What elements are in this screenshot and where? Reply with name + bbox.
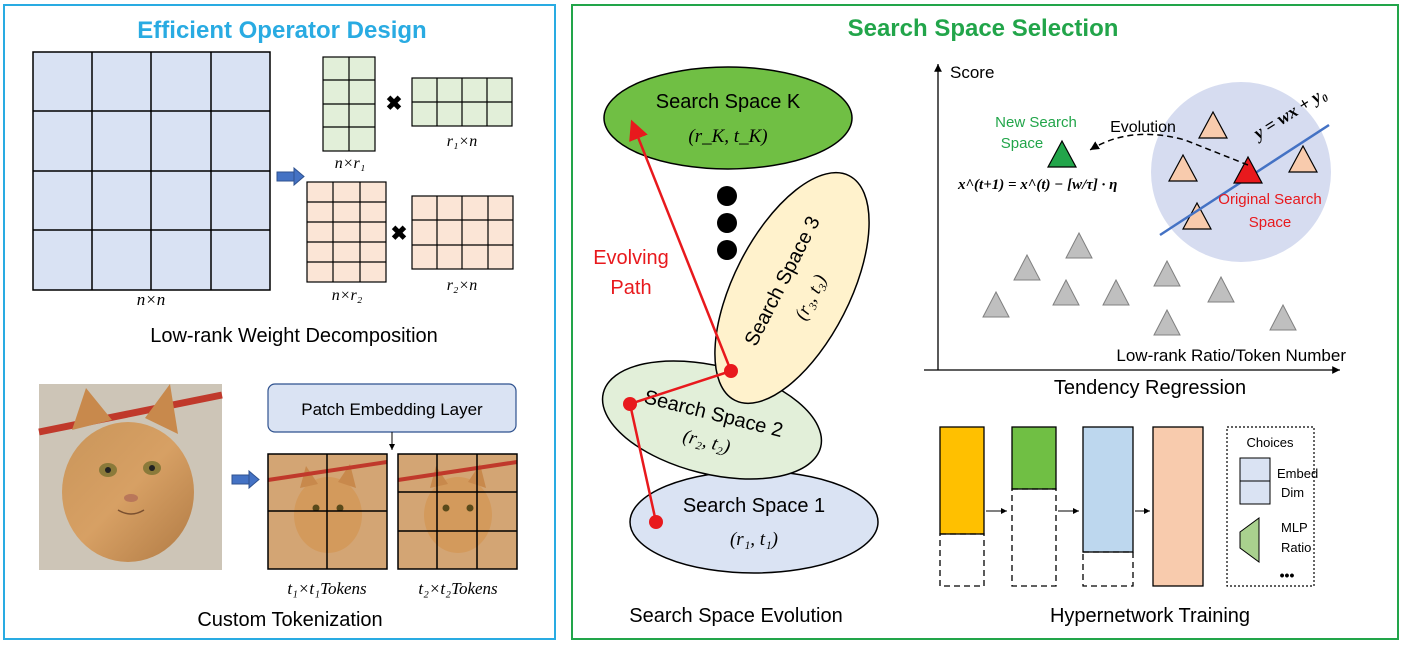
orange-triangles: [1167, 110, 1319, 230]
ellipsis-dots: [717, 186, 737, 260]
evolution-arrow: [1089, 133, 1249, 166]
regression-axes: [924, 64, 1340, 374]
multiply-icon-2: ✖: [391, 223, 408, 245]
decomposition-arrow: [276, 166, 305, 187]
matrix-b2-label: r₂×n: [447, 277, 478, 294]
tokens1-label: t₁×t₁Tokens: [287, 579, 367, 598]
new-search-space-label-line1: New Search: [995, 114, 1077, 131]
original-search-space-label-line2: Space: [1249, 214, 1292, 231]
tokens2-label: t₂×t₂Tokens: [418, 579, 498, 598]
hypernet-bar-2: [1011, 426, 1057, 587]
matrix-a2: [306, 181, 387, 283]
new-search-space-label-line2: Space: [1001, 135, 1044, 152]
hypernet-bar-4: [1152, 426, 1204, 587]
matrix-a2-label: n×r₂: [332, 287, 363, 304]
hypernetwork-caption: Hypernetwork Training: [1050, 605, 1250, 627]
matrix-b1: [411, 77, 513, 127]
more-choices-icon: •••: [1280, 567, 1295, 583]
search-space-k: Search Space K (r_K, t_K): [603, 66, 853, 170]
cat-photo: [38, 384, 223, 570]
patch-embedding-label: Patch Embedding Layer: [301, 400, 483, 419]
score-axis-label: Score: [950, 63, 994, 82]
tokens-grid-2: [397, 453, 518, 570]
tokenization-caption: Custom Tokenization: [197, 609, 382, 631]
lowrank-caption: Low-rank Weight Decomposition: [150, 325, 438, 347]
choices-box: Choices Embed Dim MLP Ratio •••: [1226, 426, 1318, 587]
multiply-icon-1: ✖: [386, 93, 403, 115]
left-panel: Efficient Operator Design n×n n×r₁ ✖: [3, 4, 556, 640]
mlp-ratio-label-line1: MLP: [1281, 520, 1308, 535]
original-search-space-label-line1: Original Search: [1218, 191, 1321, 208]
search-space-k-label: Search Space K: [656, 91, 801, 113]
embed-dim-label-line1: Embed: [1277, 466, 1318, 481]
x-axis-label: Low-rank Ratio/Token Number: [1116, 346, 1346, 365]
right-panel-title: Search Space Selection: [848, 15, 1119, 42]
gray-triangles: [982, 231, 1297, 336]
matrix-b1-label: r₁×n: [447, 133, 478, 150]
search-space-1-label: Search Space 1: [683, 495, 825, 517]
original-search-space-triangle: [1232, 155, 1264, 184]
mlp-ratio-label-line2: Ratio: [1281, 540, 1311, 555]
big-matrix-label: n×n: [137, 290, 165, 309]
search-space-1: Search Space 1 (r₁, t₁): [629, 470, 879, 574]
right-panel-border: [571, 4, 1399, 640]
tokens-grid-1: [267, 453, 388, 570]
regression-caption: Tendency Regression: [1054, 377, 1246, 399]
new-search-space-triangle: [1046, 139, 1078, 168]
evolving-path: [623, 119, 738, 529]
choices-title: Choices: [1247, 435, 1294, 450]
matrix-b2: [411, 195, 514, 270]
search-space-k-params: (r_K, t_K): [688, 126, 767, 147]
left-panel-border: [3, 4, 556, 640]
evolution-label: Evolution: [1110, 119, 1176, 136]
hypernet-bar-3: [1082, 426, 1134, 587]
tokenize-arrow: [231, 469, 260, 490]
matrix-a1: [322, 56, 376, 152]
embed-dim-label-line2: Dim: [1281, 485, 1304, 500]
search-space-1-params: (r₁, t₁): [730, 529, 778, 550]
big-matrix: [32, 51, 271, 291]
mlp-ratio-icon: [1239, 517, 1260, 563]
update-equation: x^(t+1) = x^(t) − [w/τ] · η: [957, 177, 1117, 193]
matrix-a1-label: n×r₁: [335, 155, 366, 172]
evolving-path-label-line2: Path: [610, 277, 651, 299]
right-panel: Search Space Selection Search Space 1 (r…: [571, 4, 1399, 640]
evolving-path-label-line1: Evolving: [593, 247, 669, 269]
evolution-caption: Search Space Evolution: [629, 605, 842, 627]
left-panel-title: Efficient Operator Design: [137, 17, 426, 44]
search-space-3: Search Space 3 (r₃, t₃): [714, 171, 870, 405]
hypernet-bar-1: [939, 426, 985, 587]
